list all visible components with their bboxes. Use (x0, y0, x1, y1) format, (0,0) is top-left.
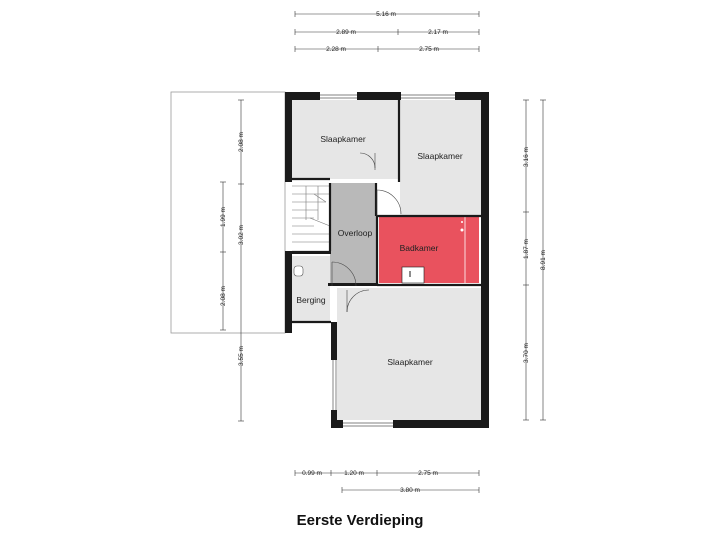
dim-right-mid: 1.87 m (523, 239, 530, 259)
windows (320, 94, 455, 427)
dim-bottom-b: 1.20 m (344, 470, 364, 477)
shower-head-icon (460, 228, 464, 232)
dim-right-top: 3.16 m (523, 147, 530, 167)
sink-icon (401, 266, 425, 284)
dim-left-outer-top: 2.08 m (238, 132, 245, 152)
dim-right-total: 8.91 m (540, 250, 547, 270)
dim-left-inner-mid: 3.02 m (238, 225, 245, 245)
dim-right-bottom: 3.70 m (523, 343, 530, 363)
dim-top-inner-right: 2.75 m (419, 46, 439, 53)
dim-top-total: 5.16 m (376, 11, 396, 18)
room-label-berging: Berging (296, 295, 326, 305)
slaapkamer-3-floor (337, 288, 481, 420)
room-label-slaapkamer-1: Slaapkamer (320, 134, 366, 144)
room-label-badkamer: Badkamer (400, 243, 439, 253)
overloop-floor (330, 183, 376, 285)
badkamer-floor (379, 217, 479, 283)
dim-top-left: 2.89 m (336, 29, 356, 36)
walls (285, 92, 489, 428)
dimension-lines (220, 11, 546, 493)
plan-title: Eerste Verdieping (296, 512, 424, 529)
slaapkamer-1-floor (292, 100, 399, 179)
room-label-overloop: Overloop (338, 228, 373, 238)
dim-left-inner-bottom: 2.08 m (220, 286, 227, 306)
dim-top-right: 2.17 m (428, 29, 448, 36)
stair-area (292, 180, 330, 250)
room-label-slaapkamer-3: Slaapkamer (387, 357, 433, 367)
toilet-icon (293, 265, 304, 277)
stairs (292, 185, 331, 243)
door-swings (331, 152, 402, 313)
room-label-slaapkamer-2: Slaapkamer (417, 151, 463, 161)
dim-bottom-total: 3.80 m (400, 487, 420, 494)
dim-left-outer-bottom: 3.55 m (238, 346, 245, 366)
dim-left-inner-top: 1.99 m (220, 207, 227, 227)
dim-bottom-c: 2.75 m (418, 470, 438, 477)
dim-bottom-a: 0.99 m (302, 470, 322, 477)
slaapkamer-2-floor (400, 100, 481, 216)
dim-top-inner-left: 2.28 m (326, 46, 346, 53)
roof-area (170, 91, 286, 334)
